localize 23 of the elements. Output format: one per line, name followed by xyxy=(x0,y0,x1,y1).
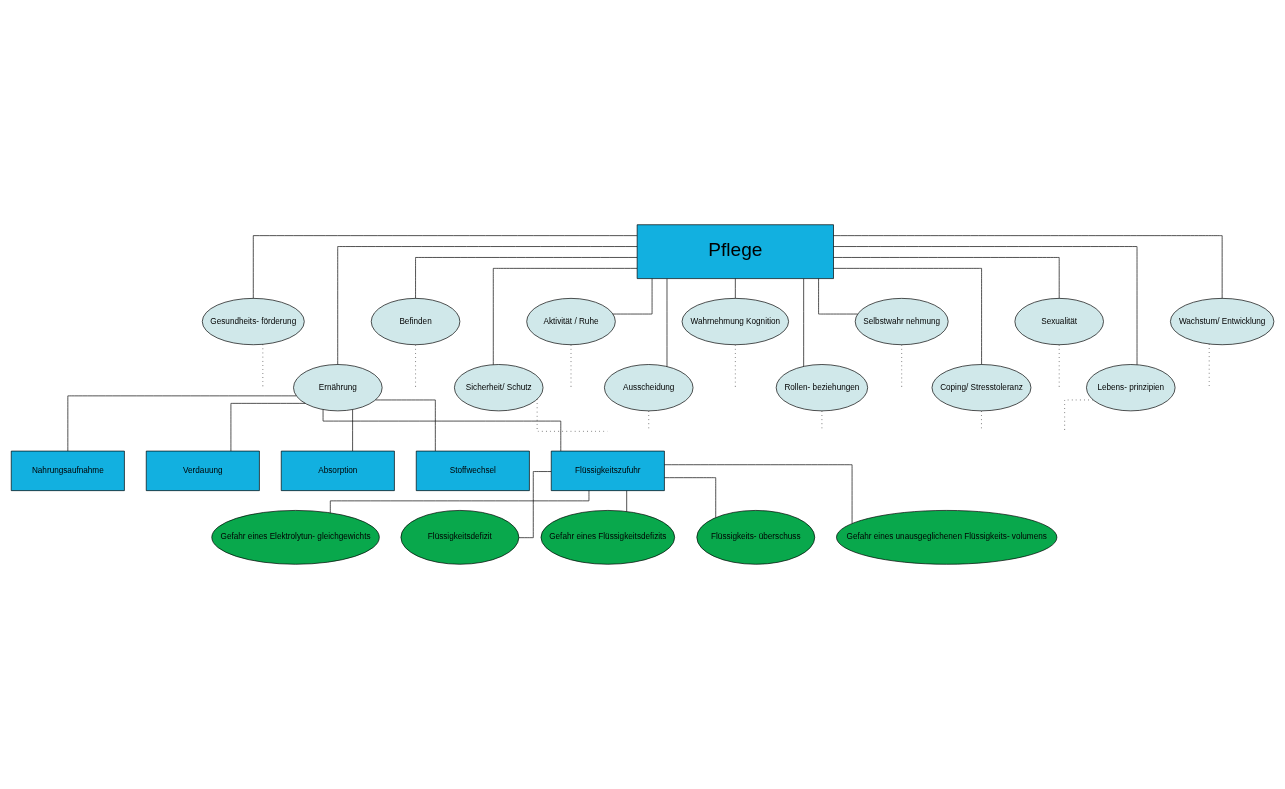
connector xyxy=(803,278,804,367)
connector xyxy=(833,257,1060,299)
connector xyxy=(818,278,858,315)
connector xyxy=(612,278,653,315)
connector xyxy=(230,403,306,452)
connector xyxy=(352,409,353,452)
connector xyxy=(664,464,853,524)
connector xyxy=(626,490,628,512)
connector xyxy=(664,477,717,518)
connector xyxy=(492,268,638,365)
connector xyxy=(833,246,1138,366)
connector xyxy=(337,246,638,365)
connector xyxy=(329,490,590,514)
connector xyxy=(833,268,982,365)
node-box: Pflege xyxy=(636,224,834,279)
connector xyxy=(322,409,562,452)
connector xyxy=(252,235,638,299)
connector xyxy=(833,235,1223,299)
connector xyxy=(536,399,609,432)
connector xyxy=(735,278,736,299)
connector xyxy=(375,399,436,452)
connector xyxy=(415,257,638,299)
connector xyxy=(666,278,668,367)
